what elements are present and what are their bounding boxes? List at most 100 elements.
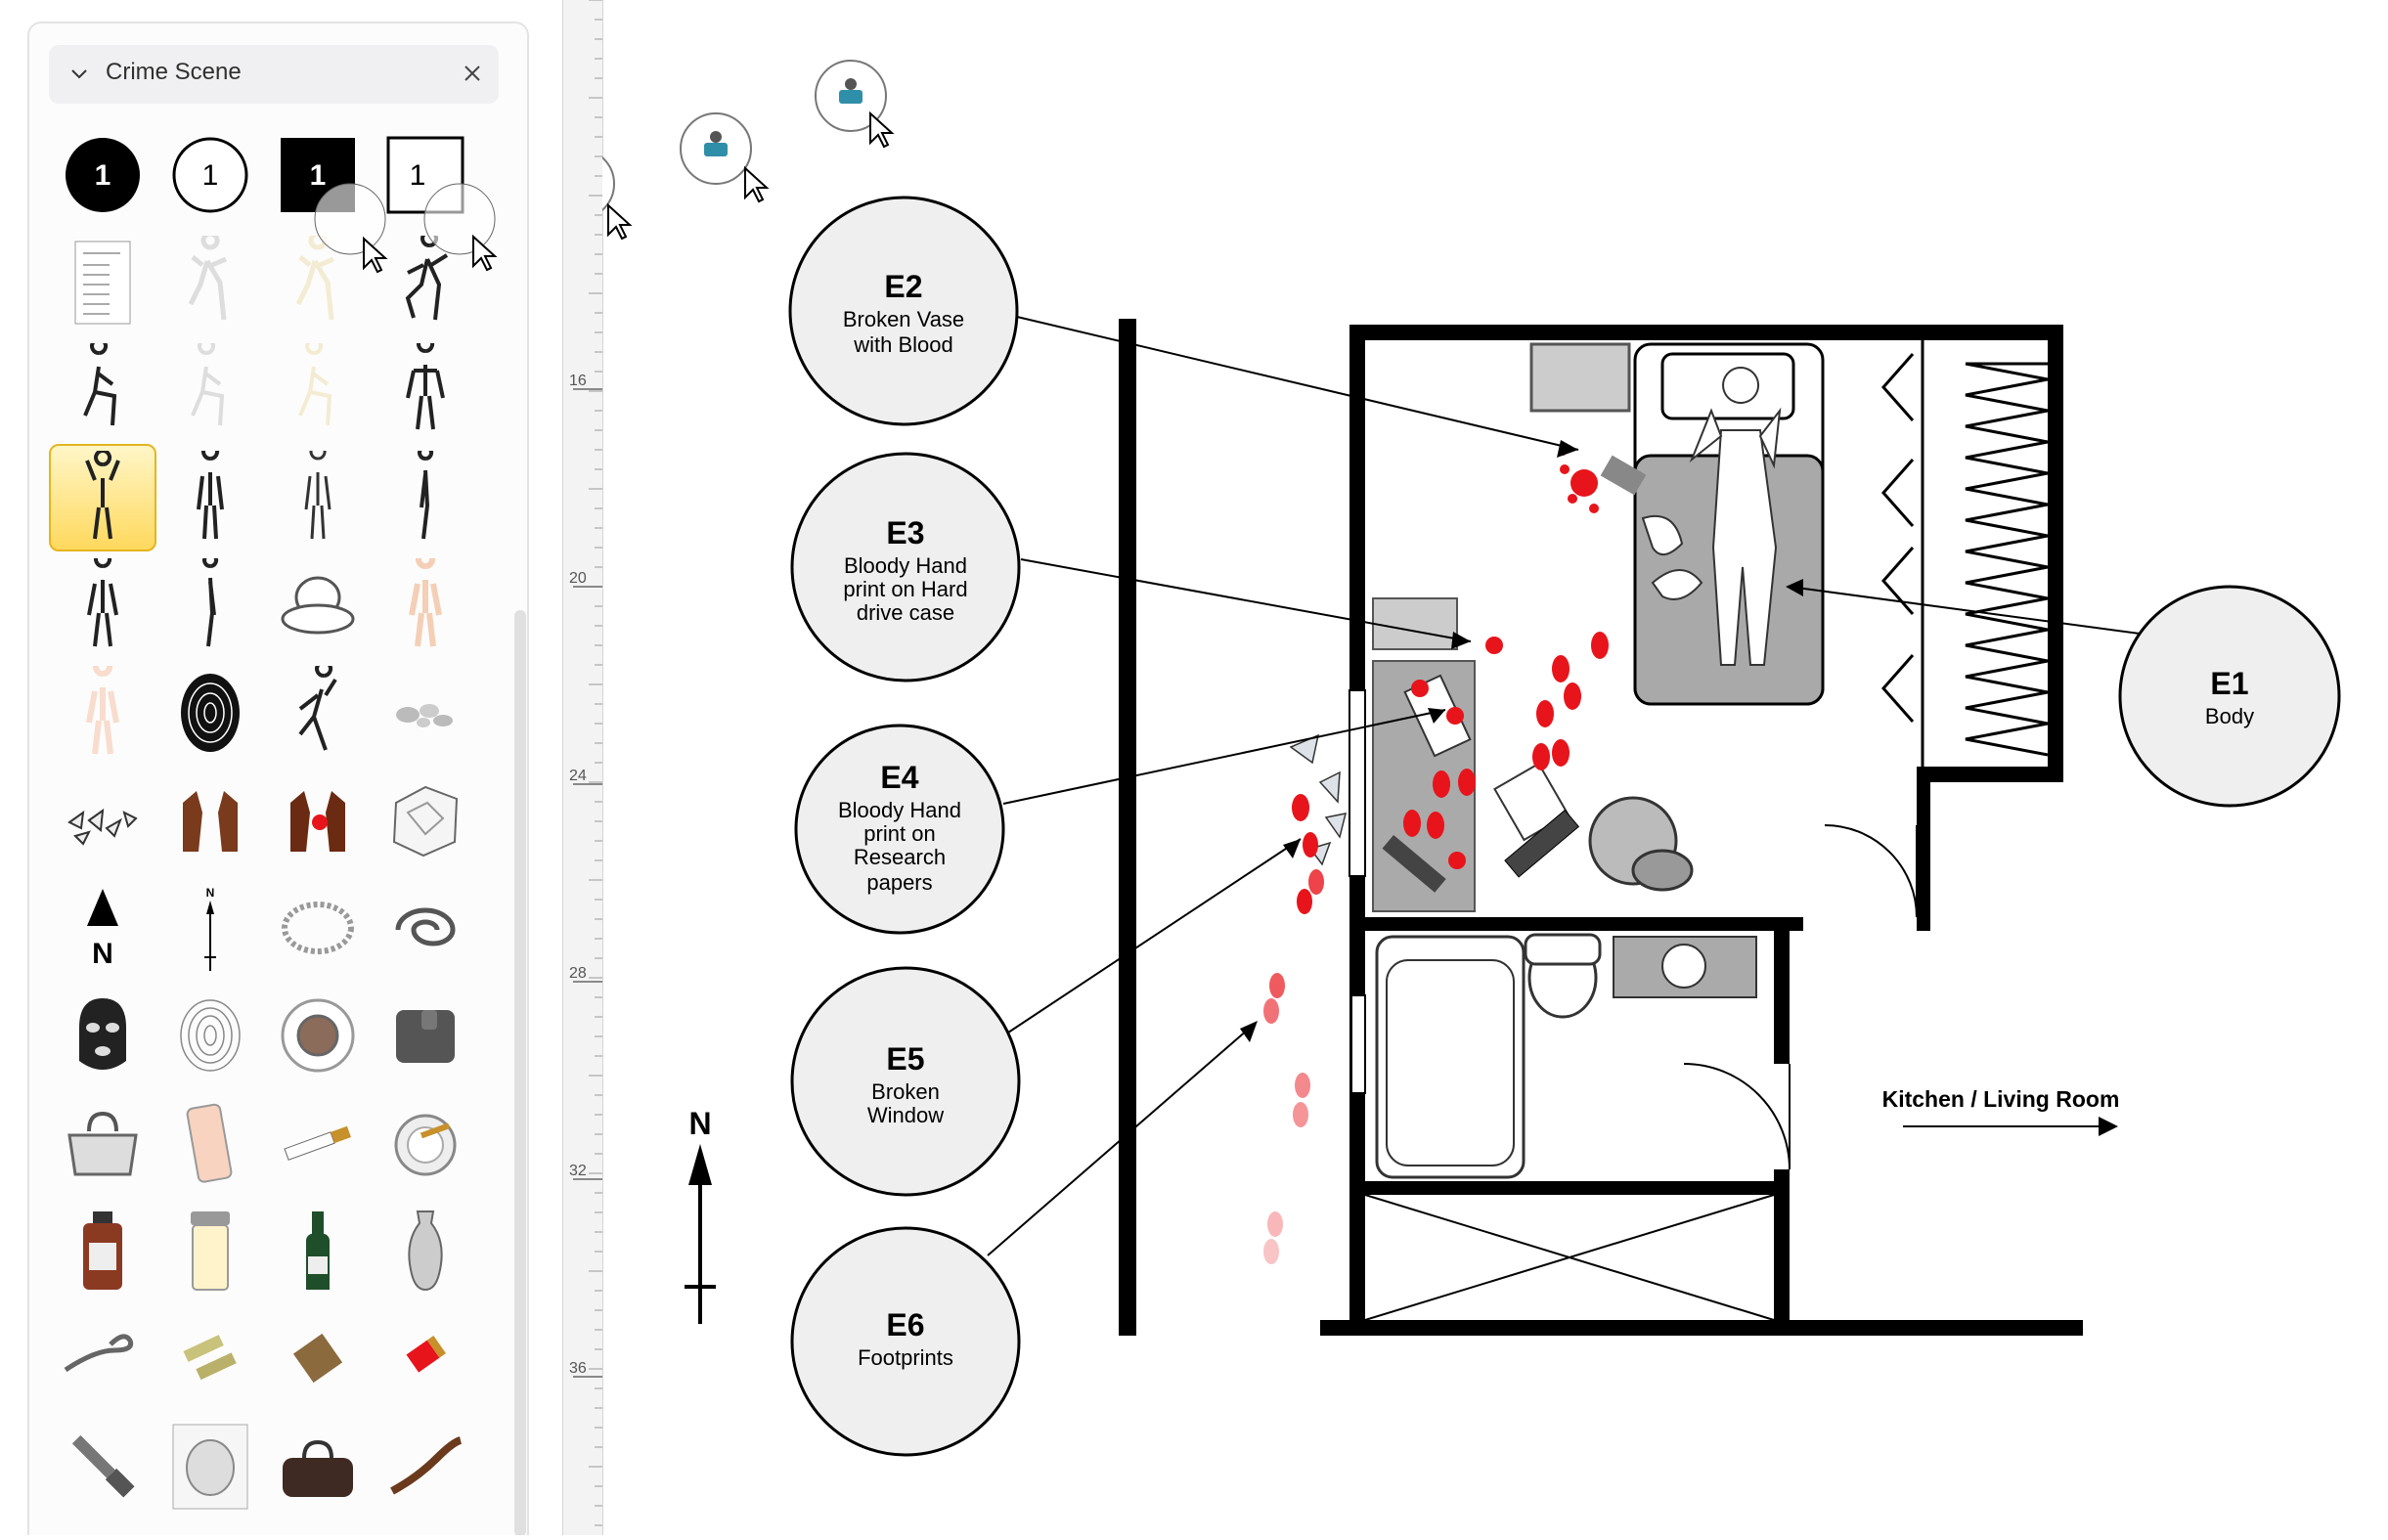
- crumpled-paper-icon[interactable]: [372, 767, 479, 874]
- evidence-e2[interactable]: E2 Broken Vase with Blood: [788, 196, 1019, 426]
- north-small-letter: N: [206, 886, 215, 900]
- close-icon[interactable]: [460, 61, 485, 86]
- body-outline-sitting-pale-icon[interactable]: [264, 336, 372, 444]
- evidence-id: E1: [2210, 666, 2248, 701]
- body-outline-back-icon[interactable]: [49, 551, 156, 659]
- evidence-id: E5: [886, 1041, 924, 1077]
- fingerprint-gray-icon[interactable]: [156, 982, 264, 1089]
- ruler-label: 36: [569, 1360, 587, 1377]
- north-arrow-thin-icon[interactable]: N: [156, 874, 264, 982]
- fingerprint-black-icon[interactable]: [156, 659, 264, 767]
- body-outline-faint-icon[interactable]: [156, 229, 264, 336]
- evidence-id: E6: [886, 1307, 924, 1342]
- medicine-bottle-icon[interactable]: [49, 1197, 156, 1304]
- marker-number: 1: [95, 159, 111, 192]
- coffee-cup-icon[interactable]: [264, 982, 372, 1089]
- marker-number: 1: [202, 159, 219, 192]
- floorplan-doors: [1683, 824, 1918, 1170]
- evidence-desc: drive case: [857, 600, 954, 625]
- chevron-down-icon[interactable]: [68, 63, 90, 84]
- body-outline-side-icon[interactable]: [372, 444, 479, 551]
- broken-glass-debris: [1289, 733, 1348, 866]
- evidence-e1[interactable]: E1 Body: [2118, 585, 2341, 808]
- body-outline-pale-icon[interactable]: [264, 229, 372, 336]
- office-chair: [1588, 796, 1694, 892]
- body-outline-front-2-icon[interactable]: [264, 444, 372, 551]
- evidence-e6[interactable]: E6 Footprints: [790, 1226, 1021, 1457]
- wine-bottle-icon[interactable]: [264, 1197, 372, 1304]
- knife-icon[interactable]: [49, 1412, 156, 1519]
- body-top-view-icon[interactable]: [264, 551, 372, 659]
- evidence-desc: papers: [866, 870, 932, 895]
- evidence-desc: Bloody Hand: [844, 553, 967, 578]
- skull-xray-icon[interactable]: [156, 1412, 264, 1519]
- evidence-desc: Broken: [871, 1079, 940, 1104]
- body-outline-side-2-icon[interactable]: [156, 551, 264, 659]
- body-female-icon[interactable]: [49, 659, 156, 767]
- coiled-rope-icon[interactable]: [372, 874, 479, 982]
- body-outline-falling-icon[interactable]: [264, 659, 372, 767]
- debris-gray-icon[interactable]: [372, 659, 479, 767]
- shell-casings-icon[interactable]: [156, 1304, 264, 1412]
- smartphone-icon[interactable]: [156, 1089, 264, 1197]
- pill-container-icon[interactable]: [156, 1197, 264, 1304]
- drag-preview-cursors: [314, 183, 498, 274]
- evidence-desc: Bloody Hand: [838, 798, 961, 822]
- shotgun-shell-icon[interactable]: [372, 1304, 479, 1412]
- library-header[interactable]: Crime Scene: [49, 45, 499, 104]
- north-arrow-icon[interactable]: N: [49, 874, 156, 982]
- ruler-label: 24: [569, 768, 587, 784]
- footprints: [1263, 632, 1609, 1264]
- vase-icon[interactable]: [372, 1197, 479, 1304]
- room-label: Kitchen / Living Room: [1882, 1086, 2120, 1112]
- body-outline-sitting-faint-icon[interactable]: [156, 336, 264, 444]
- bathroom-window: [1350, 994, 1366, 1094]
- cigarette-icon[interactable]: [264, 1089, 372, 1197]
- body-outline-arms-up-selected[interactable]: [49, 444, 156, 551]
- broken-glass-icon[interactable]: [49, 767, 156, 874]
- wallet-icon[interactable]: [372, 982, 479, 1089]
- necklace-icon[interactable]: [264, 874, 372, 982]
- marker-circle-outline[interactable]: 1: [156, 121, 264, 229]
- evidence-id: E2: [884, 269, 922, 304]
- drawing-canvas[interactable]: E2 Broken Vase with Blood E3 Bloody Hand…: [602, 0, 2388, 1535]
- ashtray-icon[interactable]: [372, 1089, 479, 1197]
- marker-number: 1: [410, 159, 426, 192]
- shape-library-panel: Crime Scene 1 1 1 1: [27, 22, 529, 1535]
- belt-icon[interactable]: [372, 1412, 479, 1519]
- bathroom-fixtures: [1364, 933, 1775, 1321]
- marker-circle-filled[interactable]: 1: [49, 121, 156, 229]
- evidence-desc: Footprints: [858, 1345, 953, 1370]
- north-label: N: [688, 1106, 711, 1141]
- ruler-label: 20: [569, 570, 587, 587]
- wooden-block-icon[interactable]: [264, 1304, 372, 1412]
- evidence-e3[interactable]: E3 Bloody Hand print on Hard drive case: [790, 452, 1021, 682]
- evidence-desc: Body: [2205, 704, 2254, 728]
- television: [1529, 342, 1631, 413]
- duffel-bag-icon[interactable]: [264, 1412, 372, 1519]
- sidebar-scrollbar[interactable]: [514, 610, 526, 1535]
- body-outline-standing-icon[interactable]: [372, 336, 479, 444]
- legend-shape[interactable]: [49, 229, 156, 336]
- ski-mask-icon[interactable]: [49, 982, 156, 1089]
- broken-window: [1349, 689, 1366, 877]
- dragged-investigator-shapes: [602, 60, 895, 241]
- rope-icon[interactable]: [49, 1304, 156, 1412]
- body-outline-sitting-icon[interactable]: [49, 336, 156, 444]
- north-arrow: N: [685, 1106, 716, 1324]
- ruler-label: 28: [569, 965, 587, 982]
- gloves-brown-icon[interactable]: [156, 767, 264, 874]
- closet: [1880, 340, 2049, 767]
- body-outline-dancing-icon[interactable]: [372, 229, 479, 336]
- handbag-icon[interactable]: [49, 1089, 156, 1197]
- body-outline-front-icon[interactable]: [156, 444, 264, 551]
- library-title: Crime Scene: [106, 59, 242, 85]
- ruler-label: 16: [569, 373, 587, 389]
- evidence-desc: print on: [863, 821, 935, 846]
- gloves-bloody-icon[interactable]: [264, 767, 372, 874]
- body-skin-icon[interactable]: [372, 551, 479, 659]
- evidence-e5[interactable]: E5 Broken Window: [790, 966, 1021, 1197]
- evidence-e4[interactable]: E4 Bloody Hand print on Research papers: [794, 724, 1005, 935]
